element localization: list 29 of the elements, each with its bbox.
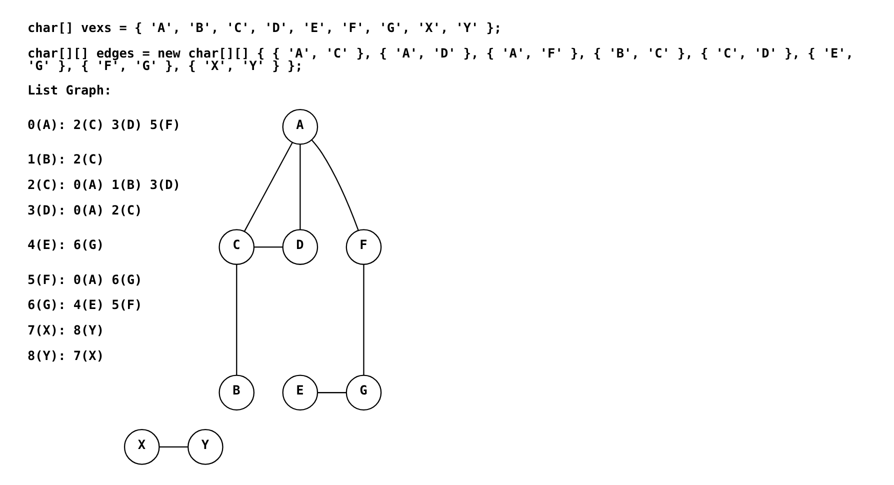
connector xyxy=(254,246,282,248)
label: 3(D): 0(A) 2(C) xyxy=(26,202,142,217)
label: 8(Y): 7(X) xyxy=(26,348,104,363)
label: 4(E): 6(G) xyxy=(26,236,104,252)
connector xyxy=(317,392,346,393)
node-circle: D xyxy=(282,228,318,264)
connector xyxy=(310,139,358,230)
connector xyxy=(158,446,188,448)
node-circle: A xyxy=(282,108,318,144)
node-circle: E xyxy=(282,374,318,410)
node-circle: C xyxy=(218,228,254,264)
label: 6(G): 4(E) 5(F) xyxy=(26,296,142,312)
connector xyxy=(299,144,300,230)
label: char[] vexs = { 'A', 'B', 'C', 'D', 'E', 'F', 'G', 'X', 'Y' }; xyxy=(26,19,502,34)
connector xyxy=(236,264,237,375)
node-circle: G xyxy=(345,374,382,410)
node-circle: F xyxy=(345,228,382,264)
label: 1(B): 2(C) xyxy=(26,151,104,166)
connector xyxy=(243,142,292,232)
label: char[][] edges = new char[][] { { 'A', 'C' }, { 'A', 'D' }, { 'A', 'F' }, { 'B', 'C' }, { 'C', 'D' }, { 'E', 'G' }, { 'F', 'G' }, { 'X', 'Y' } }; xyxy=(26,44,853,73)
label: 5(F): 0(A) 6(G) xyxy=(26,271,142,286)
node-circle: B xyxy=(218,374,254,410)
label: 2(C): 0(A) 1(B) 3(D) xyxy=(26,176,180,192)
node-circle: Y xyxy=(187,428,223,464)
label: 7(X): 8(Y) xyxy=(26,322,104,338)
label: List Graph: xyxy=(26,82,112,97)
connector xyxy=(362,264,364,375)
node-circle: X xyxy=(123,428,160,464)
label: 0(A): 2(C) 3(D) 5(F) xyxy=(26,116,180,132)
